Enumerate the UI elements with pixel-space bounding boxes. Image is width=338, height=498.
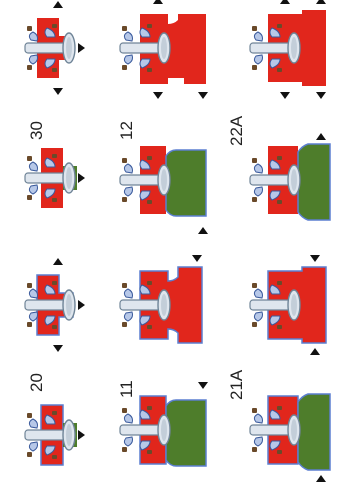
label-12: 12 bbox=[117, 121, 136, 140]
label-22a: 22A bbox=[227, 115, 246, 146]
marker-bottom bbox=[316, 475, 326, 482]
marker-bottom bbox=[53, 88, 63, 95]
marker-bottom-right bbox=[316, 92, 326, 99]
cell-1-3 bbox=[249, 0, 326, 99]
cell-3-1 bbox=[24, 258, 85, 352]
marker-top bbox=[53, 1, 63, 8]
marker-top bbox=[310, 255, 320, 262]
marker-bottom bbox=[280, 92, 290, 99]
label-11: 11 bbox=[117, 380, 136, 398]
marker-top bbox=[316, 133, 326, 140]
cell-3-2 bbox=[119, 255, 203, 344]
marker-bottom bbox=[53, 345, 63, 352]
marker-top bbox=[192, 255, 202, 262]
marker-top bbox=[153, 0, 163, 4]
marker-bottom-right bbox=[198, 92, 208, 99]
cell-3-3 bbox=[249, 255, 327, 355]
marker-bottom bbox=[310, 348, 320, 355]
label-20: 20 bbox=[27, 373, 46, 392]
marker-side bbox=[78, 43, 85, 53]
cell-1-2 bbox=[119, 0, 208, 99]
label-30: 30 bbox=[27, 121, 46, 140]
cell-4-2 bbox=[119, 382, 208, 467]
cell-2-2 bbox=[119, 146, 208, 234]
cell-2-1 bbox=[24, 148, 85, 208]
marker-side bbox=[78, 173, 85, 183]
marker-top bbox=[53, 258, 63, 265]
marker-side bbox=[78, 430, 85, 440]
cell-1-1 bbox=[24, 1, 85, 95]
marker-side bbox=[78, 300, 85, 310]
marker-top bbox=[198, 382, 208, 389]
marker-bottom bbox=[153, 92, 163, 99]
cell-2-3 bbox=[249, 133, 331, 221]
label-21a: 21A bbox=[227, 369, 246, 400]
marker-top-right bbox=[316, 0, 326, 4]
marker-top bbox=[280, 0, 290, 4]
cell-4-1 bbox=[24, 404, 85, 466]
cell-4-3 bbox=[249, 393, 331, 482]
marker-bottom bbox=[198, 227, 208, 234]
